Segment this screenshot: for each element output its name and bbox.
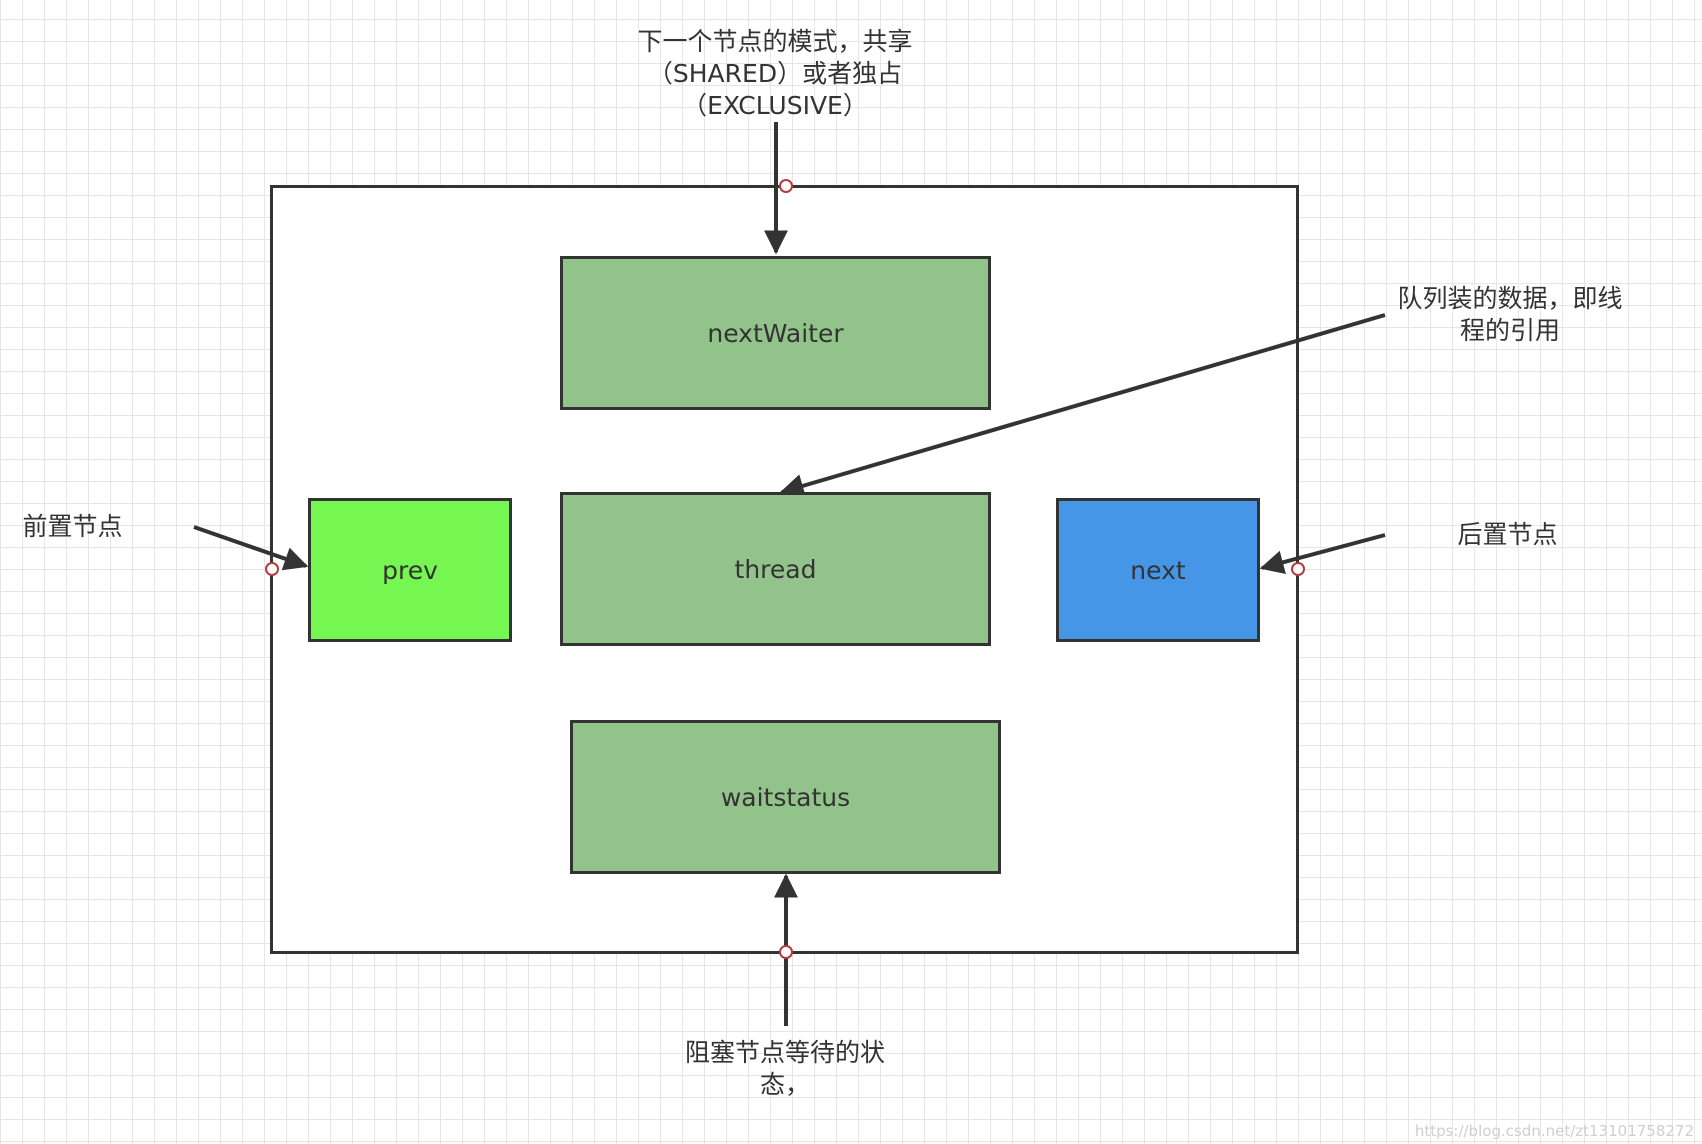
annotation-status: 阻塞节点等待的状 态，: [660, 1037, 910, 1101]
annotation-mode: 下一个节点的模式，共享 （SHARED）或者独占 （EXCLUSIVE）: [600, 26, 950, 122]
connector-point-left: [265, 562, 279, 576]
next-box: next: [1056, 498, 1260, 642]
watermark: https://blog.csdn.net/zt13101758272: [1414, 1122, 1694, 1140]
prev-box: prev: [308, 498, 512, 642]
arrow-data: [779, 313, 1386, 498]
connector-point-top: [779, 179, 793, 193]
arrow-next: [1259, 533, 1386, 574]
annotation-mode-line: （SHARED）或者独占: [647, 59, 903, 88]
annotation-status-line: 态，: [759, 1070, 810, 1099]
annotation-status-line: 阻塞节点等待的状: [684, 1038, 885, 1067]
annotation-next-node: 后置节点: [1457, 520, 1558, 549]
annotation-data-line: 程的引用: [1459, 316, 1560, 345]
next-waiter-box: nextWaiter: [560, 256, 991, 410]
connector-point-right: [1291, 562, 1305, 576]
annotation-mode-line: 下一个节点的模式，共享: [637, 27, 913, 56]
connector-point-bottom: [779, 945, 793, 959]
thread-box: thread: [560, 492, 991, 646]
annotation-data: 队列装的数据，即线 程的引用: [1370, 283, 1650, 347]
arrow-prev: [193, 525, 309, 571]
annotation-mode-line: （EXCLUSIVE）: [682, 91, 868, 120]
waitstatus-box: waitstatus: [570, 720, 1001, 874]
annotation-prev-node: 前置节点: [22, 512, 123, 541]
annotation-data-line: 队列装的数据，即线: [1397, 284, 1623, 313]
